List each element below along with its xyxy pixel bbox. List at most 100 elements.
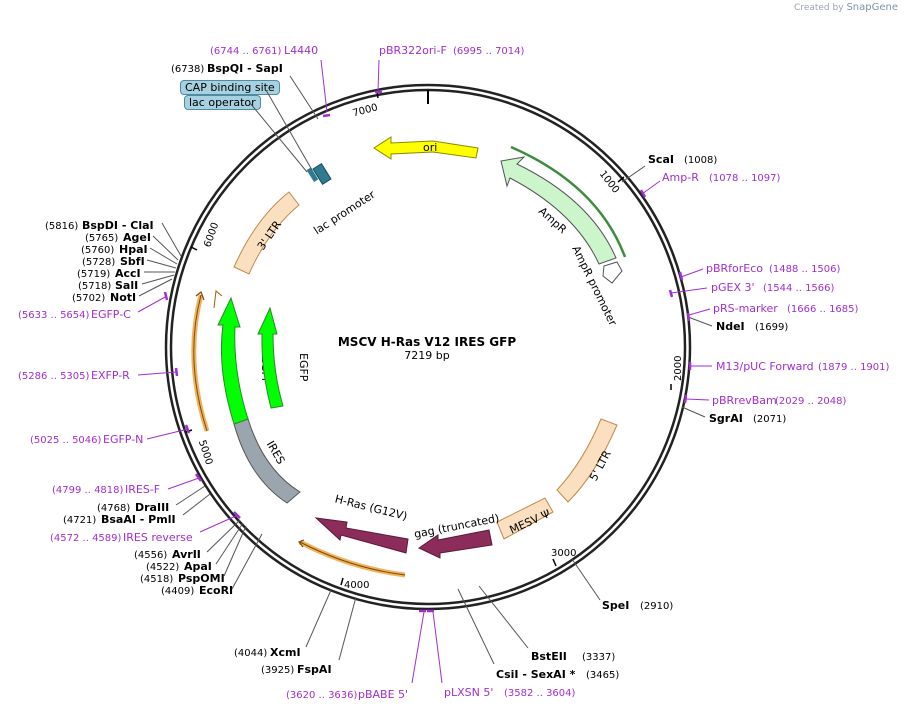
site-sbfi[interactable]: SbfI (5728): [82, 255, 177, 269]
svg-text:pGEX 3': pGEX 3': [711, 281, 755, 294]
site-noti[interactable]: NotI (5702): [72, 278, 173, 304]
svg-text:(2910): (2910): [640, 601, 673, 612]
primer-pbrforeco[interactable]: pBRforEco (1488 .. 1506): [678, 262, 841, 281]
primer-l4440[interactable]: L4440 (6744 .. 6761): [210, 44, 331, 118]
primer-plxsn-5[interactable]: pLXSN 5' (3582 .. 3604): [427, 609, 576, 699]
lac-operator-label[interactable]: lac operator: [184, 95, 261, 110]
site-agei[interactable]: AgeI (5765): [85, 231, 179, 261]
svg-text:M13/pUC Forward: M13/pUC Forward: [716, 360, 814, 373]
feature-3-ltr[interactable]: [233, 191, 300, 275]
svg-text:HpaI: HpaI: [119, 243, 148, 256]
svg-text:BsaAI - PmlI: BsaAI - PmlI: [101, 513, 176, 526]
primer-exfp-r[interactable]: EXFP-R (5286 .. 5305): [18, 367, 179, 382]
svg-text:(5816): (5816): [45, 221, 78, 232]
svg-text:SalI: SalI: [115, 279, 138, 292]
site-spei[interactable]: SpeI (2910): [571, 558, 673, 612]
svg-text:(4044): (4044): [234, 648, 267, 659]
svg-text:XcmI: XcmI: [270, 646, 301, 659]
svg-text:EGFP-N: EGFP-N: [103, 433, 143, 446]
svg-text:(4768): (4768): [97, 503, 130, 514]
feature-ampr[interactable]: [500, 156, 617, 265]
primer-m13-puc-forward[interactable]: M13/pUC Forward (1879 .. 1901): [688, 360, 890, 373]
site-acci[interactable]: AccI (5719): [77, 267, 175, 280]
site-ecori[interactable]: EcoRI (4409): [161, 533, 263, 597]
feature-egfp-2[interactable]: [257, 306, 284, 409]
svg-text:pBR322ori-F: pBR322ori-F: [379, 44, 447, 57]
svg-text:(4556): (4556): [134, 550, 167, 561]
site-sgrai[interactable]: SgrAI (2071): [681, 406, 786, 425]
lac-operator-leader: [249, 102, 308, 173]
primer-ires-f[interactable]: IRES-F (4799 .. 4818): [52, 473, 203, 496]
feature-lac-promoter[interactable]: [306, 163, 332, 185]
primer-track-egfp-left: [191, 294, 210, 432]
svg-text:(3620 .. 3636): (3620 .. 3636): [286, 690, 358, 701]
svg-text:DraIII: DraIII: [135, 501, 169, 514]
svg-text:(3582 .. 3604): (3582 .. 3604): [504, 688, 576, 699]
primer-egfp-c[interactable]: EGFP-C (5633 .. 5654): [18, 291, 169, 321]
svg-text:(2071): (2071): [753, 414, 786, 425]
feature-mesv-psi[interactable]: [496, 497, 554, 540]
svg-text:(1488 .. 1506): (1488 .. 1506): [769, 264, 841, 275]
svg-text:(1078 .. 1097): (1078 .. 1097): [709, 173, 781, 184]
svg-text:(4522): (4522): [146, 562, 179, 573]
primer-track-h-ras-arrow: [298, 539, 305, 548]
feature-gag[interactable]: [418, 529, 493, 559]
feature-h-ras[interactable]: [314, 517, 409, 554]
feature-ori[interactable]: [373, 136, 479, 160]
site-bsteii[interactable]: BstEII (3337): [478, 585, 615, 663]
svg-text:pLXSN 5': pLXSN 5': [444, 686, 493, 699]
svg-text:BspQI - SapI: BspQI - SapI: [207, 62, 283, 75]
site-scai[interactable]: ScaI (1008): [621, 153, 717, 183]
plasmid-title: MSCV H-Ras V12 IRES GFP: [338, 335, 516, 349]
feature-egfp-1[interactable]: [217, 296, 249, 425]
site-csii-sexai[interactable]: CsiI - SexAI * (3465): [457, 588, 619, 681]
site-draiii[interactable]: DraIII (4768): [97, 485, 206, 514]
site-fspai[interactable]: FspAI (3925): [261, 596, 357, 676]
primer-pgex-3[interactable]: pGEX 3' (1544 .. 1566): [668, 281, 835, 298]
svg-text:IRES reverse: IRES reverse: [123, 531, 193, 544]
svg-text:EGFP-C: EGFP-C: [91, 308, 131, 321]
primer-ires-reverse[interactable]: IRES reverse (4572 .. 4589): [50, 511, 241, 544]
site-pspomi[interactable]: PspOMI (4518): [140, 525, 247, 585]
svg-text:Amp-R: Amp-R: [662, 171, 699, 184]
site-bsaai-pmli[interactable]: BsaAI - PmlI (4721): [63, 493, 211, 526]
feature-ires[interactable]: [233, 418, 301, 504]
site-sali[interactable]: SalI (5718): [78, 274, 175, 292]
primer-amp-r[interactable]: Amp-R (1078 .. 1097): [639, 171, 781, 198]
tick-label-4000: 4000: [344, 580, 369, 591]
site-avrii[interactable]: AvrII (4556): [134, 519, 241, 561]
feature-5-ltr[interactable]: [556, 418, 618, 503]
feature-ampr-promoter[interactable]: [602, 261, 623, 284]
backbone-outer: [164, 83, 692, 611]
primer-pbrrevbam[interactable]: pBRrevBam (2029 .. 2048): [683, 394, 847, 407]
site-ndei[interactable]: NdeI (1699): [687, 316, 788, 333]
svg-text:(2029 .. 2048): (2029 .. 2048): [775, 396, 847, 407]
brand-name: SnapGene: [846, 2, 898, 13]
plasmid-size: 7219 bp: [404, 349, 449, 362]
site-bspdi-clai[interactable]: BspDI - ClaI (5816): [45, 219, 182, 257]
primer-egfp-n[interactable]: EGFP-N (5025 .. 5046): [30, 424, 191, 446]
primer-pbr322ori-f[interactable]: pBR322ori-F (6995 .. 7014): [375, 44, 525, 94]
site-hpai[interactable]: HpaI (5760): [81, 243, 178, 265]
svg-text:NdeI: NdeI: [716, 320, 745, 333]
site-xcmi[interactable]: XcmI (4044): [234, 589, 332, 659]
svg-text:pBABE 5': pBABE 5': [358, 688, 408, 701]
site-bspqi-sapi[interactable]: BspQI - SapI (6738): [171, 62, 319, 120]
site-apai[interactable]: ApaI (4522): [146, 522, 244, 573]
tick-label-6000: 6000: [202, 221, 221, 249]
svg-text:(4572 .. 4589): (4572 .. 4589): [50, 533, 122, 544]
svg-text:PspOMI: PspOMI: [178, 572, 225, 585]
tick-label-7000: 7000: [352, 102, 379, 119]
primer-ampr-strand: [510, 145, 627, 258]
svg-text:(5025 .. 5046): (5025 .. 5046): [30, 435, 102, 446]
svg-text:(4721): (4721): [63, 515, 96, 526]
cap-binding-site-label[interactable]: CAP binding site: [180, 80, 280, 95]
svg-text:(5286 .. 5305): (5286 .. 5305): [18, 371, 90, 382]
primer-prs-marker[interactable]: pRS-marker (1666 .. 1685): [686, 302, 859, 322]
svg-text:SgrAI: SgrAI: [709, 412, 743, 425]
svg-text:AvrII: AvrII: [172, 548, 201, 561]
cap-binding-site-leader: [265, 89, 313, 171]
svg-text:L4440: L4440: [284, 44, 318, 57]
primer-pbabe-5[interactable]: pBABE 5' (3620 .. 3636): [286, 609, 426, 701]
svg-text:AgeI: AgeI: [123, 231, 151, 244]
